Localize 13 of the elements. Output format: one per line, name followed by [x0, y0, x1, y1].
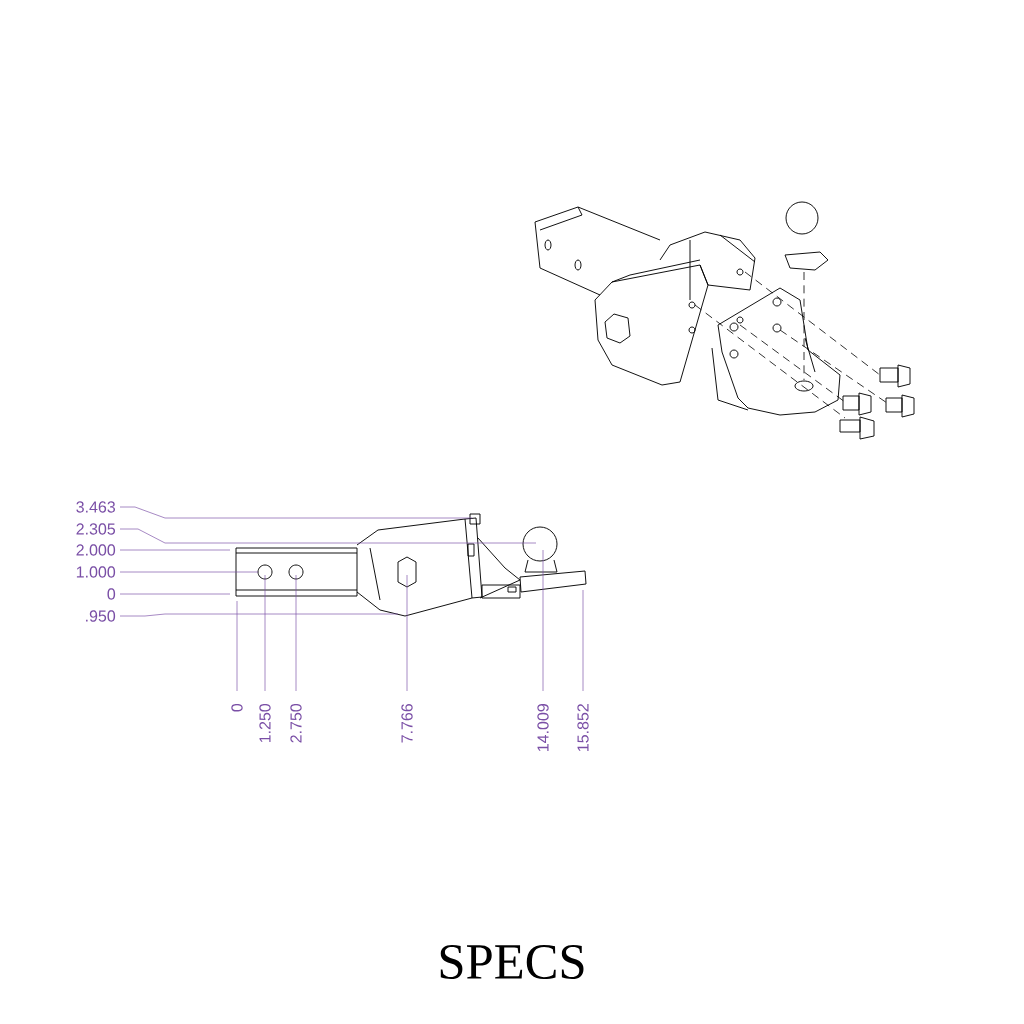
dimension-value: 0: [107, 588, 116, 600]
dimension-value: 1.250: [259, 703, 271, 743]
dimension-value: 15.852: [577, 704, 589, 751]
dimension-value: .950: [86, 610, 116, 622]
title: SPECS: [440, 945, 584, 980]
dimension-value: 14.009: [537, 704, 549, 751]
dimension-value: 2.000: [76, 544, 116, 556]
dimension-value: 1.000: [76, 566, 116, 578]
dimension-value: 3.463: [76, 501, 116, 513]
dimension-value: 7.766: [401, 704, 413, 743]
dimension-value: 2.305: [76, 523, 116, 535]
dimension-value: 0: [231, 703, 243, 712]
dimension-value: 2.750: [290, 703, 302, 743]
